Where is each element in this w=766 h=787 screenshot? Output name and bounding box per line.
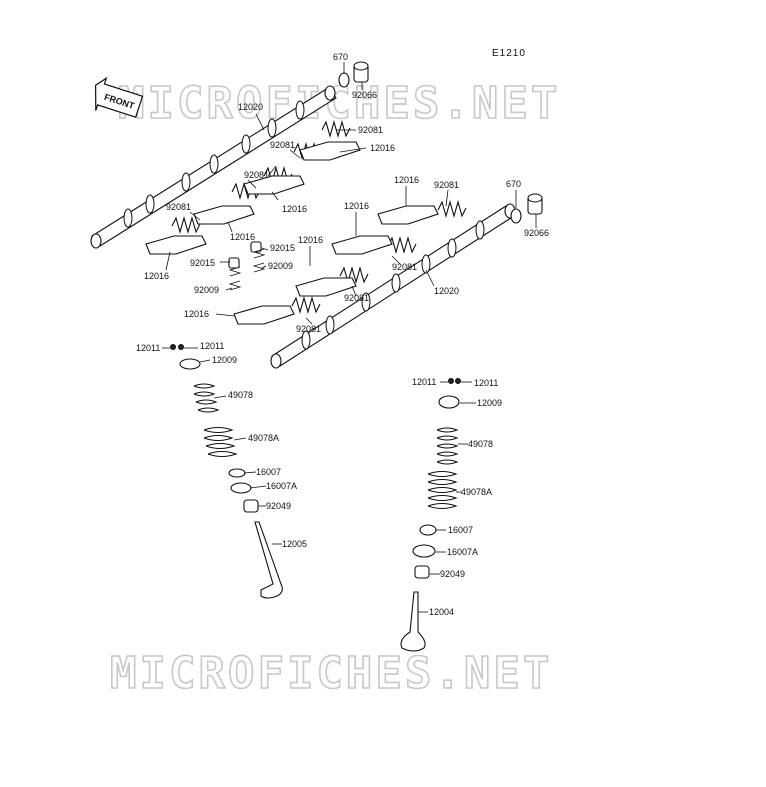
label-12016-b: 12016: [282, 204, 307, 214]
camshaft-lower: [270, 203, 516, 369]
label-92081-g: 92081: [344, 293, 369, 303]
label-92066-top: 92066: [352, 90, 377, 100]
label-12020-top: 12020: [238, 102, 263, 112]
label-92066-right: 92066: [524, 228, 549, 238]
label-92081-h: 92081: [296, 324, 321, 334]
label-12009-right: 12009: [477, 398, 502, 408]
label-12016-e: 12016: [394, 175, 419, 185]
label-12016-d: 12016: [144, 271, 169, 281]
label-16007-right: 16007: [448, 525, 473, 535]
label-49078-left: 49078: [228, 390, 253, 400]
label-12004: 12004: [429, 607, 454, 617]
watermark-top: MICROFICHES.NET: [118, 78, 560, 129]
plug-92066-top: [353, 61, 369, 83]
valve-stack-right: [400, 378, 461, 652]
label-12016-g: 12016: [298, 235, 323, 245]
adjuster-group: [228, 241, 266, 291]
label-92081-f: 92081: [392, 262, 417, 272]
label-92015-a: 92015: [190, 258, 215, 268]
label-92081-c: 92081: [244, 170, 269, 180]
label-92081-b: 92081: [270, 140, 295, 150]
label-12016-f: 12016: [344, 201, 369, 211]
label-92049-left: 92049: [266, 501, 291, 511]
label-92009-a: 92009: [194, 285, 219, 295]
plug-92066-right: [527, 193, 543, 215]
label-92009-b: 92009: [268, 261, 293, 271]
camshaft-upper: [90, 85, 337, 249]
label-16007A-left: 16007A: [266, 481, 297, 491]
label-12005: 12005: [282, 539, 307, 549]
front-arrow-icon: FRONT: [94, 76, 144, 118]
oring-670-right: [510, 208, 522, 224]
oring-670-top: [338, 72, 350, 88]
rocker-arm-group: [145, 141, 439, 325]
spring-92081-group: [171, 119, 467, 315]
label-12011-left-1: 12011: [136, 343, 160, 353]
leader-lines: [162, 62, 537, 613]
label-49078A-left: 49078A: [248, 433, 279, 443]
diagram-code: E1210: [492, 48, 526, 59]
label-670-right: 670: [506, 179, 521, 189]
label-12020-right: 12020: [434, 286, 459, 296]
label-12009-left: 12009: [212, 355, 237, 365]
label-12016-a: 12016: [370, 143, 395, 153]
label-12016-c: 12016: [230, 232, 255, 242]
label-12011-left-2: 12011: [200, 341, 224, 351]
label-92081-e: 92081: [434, 180, 459, 190]
label-12011-right-2: 12011: [474, 378, 498, 388]
label-49078-right: 49078: [468, 439, 493, 449]
valve-stack-left: [170, 344, 283, 599]
part-labels: 670 92066 12020 92081 92081 12016 92081 …: [136, 52, 549, 617]
label-92081-d: 92081: [166, 202, 191, 212]
label-12016-h: 12016: [184, 309, 209, 319]
label-12011-right-1: 12011: [412, 377, 436, 387]
label-92015-b: 92015: [270, 243, 295, 253]
label-16007A-right: 16007A: [447, 547, 478, 557]
label-670-top: 670: [333, 52, 348, 62]
label-92049-right: 92049: [440, 569, 465, 579]
label-92081-a: 92081: [358, 125, 383, 135]
label-16007-left: 16007: [256, 467, 281, 477]
watermark-bottom: MICROFICHES.NET: [110, 648, 552, 699]
label-49078A-right: 49078A: [461, 487, 492, 497]
